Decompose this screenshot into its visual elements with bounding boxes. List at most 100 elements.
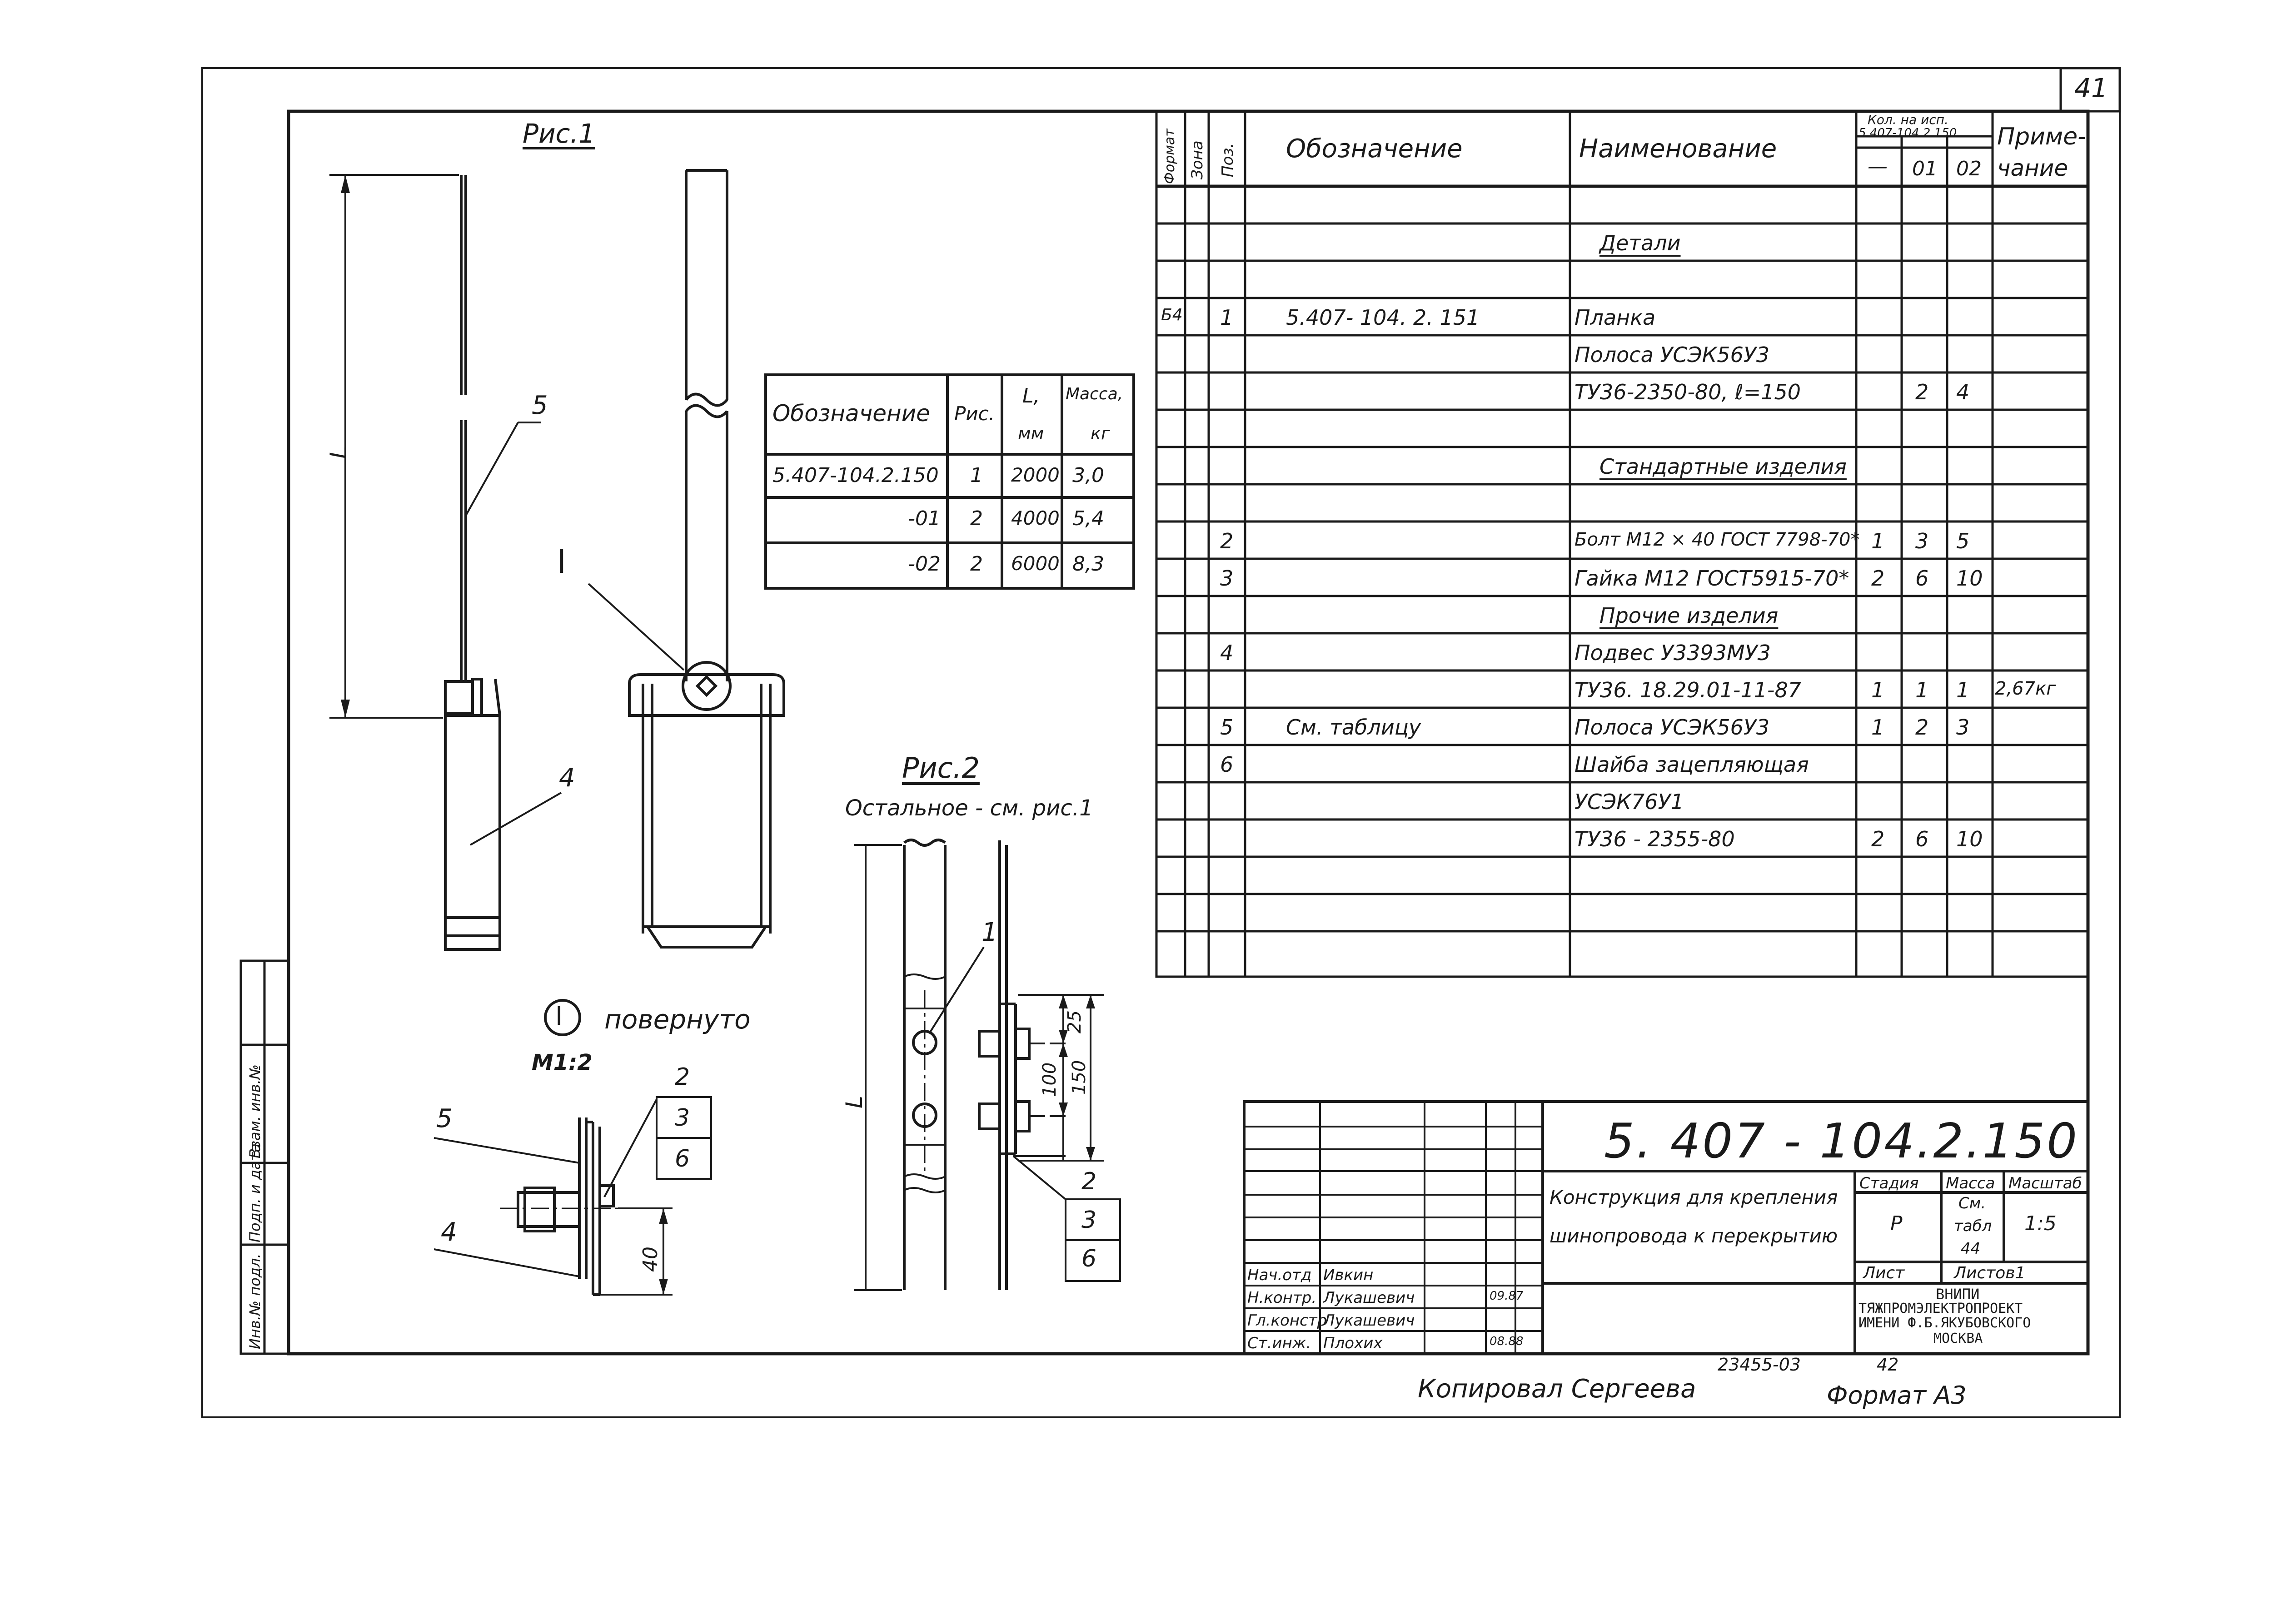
spec-cell-designation: 5.407- 104. 2. 151 (1286, 305, 1480, 330)
spec-header-format: Формат (1162, 129, 1178, 184)
spec-cell-qty-base: 1 (1871, 529, 1885, 553)
mass-header: Масса (1946, 1174, 1995, 1192)
spec-cell-designation: См. таблицу (1286, 715, 1421, 740)
mass-value-line2: табл (1954, 1217, 1992, 1235)
callout-6-fig2: 6 (1081, 1245, 1097, 1272)
spec-cell-qty-01: 6 (1915, 566, 1929, 591)
spec-cell-name: ТУ36-2350-80, ℓ=150 (1574, 380, 1801, 404)
callout-1-fig2: 1 (982, 918, 998, 947)
signature-role: Гл.констр (1247, 1311, 1327, 1330)
variant-cell-fig: 1 (970, 464, 983, 487)
spec-cell-qty-02: 1 (1956, 678, 1970, 702)
variant-header-L2: мм (1018, 423, 1044, 443)
side-stamp-replace-inv: Взам. инв.№ (246, 1064, 264, 1158)
signature-date: 09.87 (1490, 1289, 1524, 1303)
spec-cell-name: УСЭК76У1 (1574, 790, 1684, 814)
variant-cell-designation: -02 (908, 552, 941, 576)
spec-cell-name: ТУ36 - 2355-80 (1574, 827, 1735, 851)
signature-name: Ивкин (1323, 1266, 1374, 1284)
sheet-label: Лист (1863, 1264, 1905, 1282)
variant-table-grid (764, 373, 1135, 590)
spec-cell-qty-01: 1 (1915, 678, 1929, 702)
sheet-number: 41 (2074, 73, 2108, 104)
spec-table-grid (1155, 110, 2089, 978)
detail-view-mark: I (555, 1002, 563, 1031)
fig2-dim-25: 25 (1064, 1010, 1085, 1033)
callout-4-detail: 4 (441, 1217, 457, 1247)
spec-cell-qty-01: 2 (1915, 380, 1929, 404)
org-line3: ИМЕНИ Ф.Б.ЯКУБОВСКОГО (1858, 1315, 2031, 1331)
title-line2: шинопровода к перекрытию (1550, 1225, 1838, 1247)
callout-3-fig2: 3 (1081, 1207, 1097, 1234)
title-block (1243, 1100, 2089, 1355)
stage-value: Р (1890, 1212, 1903, 1235)
fig2-view (854, 839, 1121, 1291)
fig1-dim-L: L (325, 446, 352, 459)
signature-role: Н.контр. (1247, 1289, 1317, 1307)
variant-cell-fig: 2 (970, 552, 983, 576)
variant-cell-L: 2000 (1011, 464, 1060, 486)
callout-2-detail: 2 (675, 1063, 690, 1091)
stage-header: Стадия (1859, 1174, 1919, 1192)
callout-3-detail: 3 (675, 1104, 690, 1132)
spec-header-qty-title2: 5.407-104.2.150 (1858, 126, 1957, 140)
fig2-dim-100: 100 (1039, 1062, 1060, 1097)
signature-role: Ст.инж. (1247, 1334, 1311, 1352)
spec-header-note2: чание (1997, 155, 2068, 181)
spec-cell-name: Полоса УСЭК56У3 (1574, 343, 1770, 367)
spec-cell-qty-02: 4 (1956, 380, 1970, 404)
detail-dim-40: 40 (639, 1247, 662, 1272)
spec-cell-name: Подвес У3393МУ3 (1574, 641, 1771, 665)
variant-cell-fig: 2 (970, 507, 983, 530)
spec-cell-pos: 1 (1220, 305, 1234, 330)
side-stamp-inv-no: Инв.№ подл. (246, 1253, 264, 1349)
spec-header-zone: Зона (1188, 140, 1206, 179)
detail-view-scale: М1:2 (532, 1050, 593, 1075)
callout-5-detail: 5 (436, 1104, 453, 1133)
org-line2: ТЯЖПРОМЭЛЕКТРОПРОЕКТ (1858, 1301, 2023, 1316)
variant-header-L1: L, (1022, 384, 1040, 407)
spec-header-qty-title1: Кол. на исп. (1868, 112, 1948, 127)
detail-view-note: повернуто (604, 1004, 751, 1035)
fig2-title: Рис.2 (902, 751, 980, 785)
spec-header-qty-dash: — (1868, 155, 1888, 178)
archive-number: 23455-03 (1718, 1355, 1801, 1375)
org-line4: МОСКВА (1933, 1331, 1983, 1346)
spec-cell-qty-base: 2 (1871, 566, 1885, 591)
fig1-side-view (329, 174, 562, 951)
variant-cell-mass: 8,3 (1072, 552, 1104, 576)
signature-name: Лукашевич (1323, 1289, 1415, 1307)
spec-cell-format: Б4 (1161, 306, 1183, 324)
spec-cell-qty-base: 1 (1871, 715, 1885, 740)
spec-cell-qty-02: 10 (1956, 827, 1983, 851)
scale-header: Масштаб (2008, 1174, 2082, 1192)
format-label: Формат А3 (1827, 1381, 1967, 1410)
spec-cell-pos: 2 (1220, 529, 1234, 553)
detail-I-view (433, 999, 712, 1296)
fig2-dim-150: 150 (1069, 1060, 1090, 1095)
spec-cell-pos: 6 (1220, 752, 1234, 777)
callout-2-fig2: 2 (1081, 1168, 1097, 1195)
spec-cell-note: 2,67кг (1995, 678, 2056, 699)
sheets-label: Листов1 (1954, 1264, 2026, 1282)
signature-name: Лукашевич (1323, 1311, 1415, 1330)
side-stamp (239, 959, 290, 1355)
signature-name: Плохих (1323, 1334, 1383, 1352)
spec-cell-pos: 3 (1220, 566, 1234, 591)
copied-by: Копировал Сергеева (1418, 1374, 1696, 1404)
spec-cell-qty-01: 2 (1915, 715, 1929, 740)
signature-date: 08.88 (1490, 1335, 1524, 1348)
callout-6-detail: 6 (675, 1145, 690, 1172)
spec-cell-name: Полоса УСЭК56У3 (1574, 715, 1770, 740)
variant-cell-mass: 3,0 (1072, 464, 1104, 487)
variant-header-fig: Рис. (954, 402, 995, 425)
variant-cell-L: 4000 (1011, 507, 1060, 529)
view-mark-label: I (557, 542, 567, 581)
spec-cell-pos: 5 (1220, 715, 1234, 740)
spec-cell-name: Гайка М12 ГОСТ5915-70* (1574, 566, 1849, 591)
variant-cell-L: 6000 (1011, 552, 1060, 575)
spec-cell-name: Шайба зацепляющая (1574, 752, 1809, 777)
variant-header-designation: Обозначение (772, 400, 930, 427)
